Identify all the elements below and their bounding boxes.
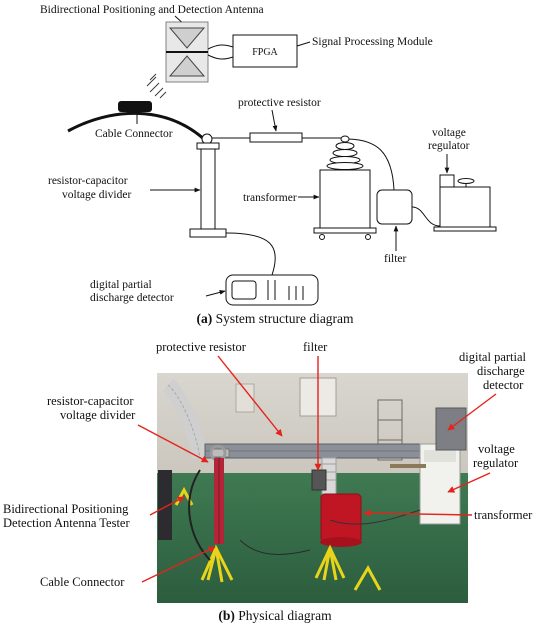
photo-regulator-arrow — [447, 472, 491, 493]
detector-device-shape — [225, 274, 319, 306]
photo-protective-resistor-label: protective resistor — [156, 340, 247, 354]
photo-detector-label-line1: digital partial — [459, 350, 527, 364]
photo-antenna-arrow — [149, 496, 185, 516]
transformer-shape — [313, 135, 377, 240]
fpga-label: FPGA — [252, 47, 278, 58]
voltage-regulator-shape — [433, 174, 497, 232]
protective-resistor-arrow — [271, 109, 278, 132]
antenna-icon — [165, 21, 209, 83]
fpga-box — [232, 34, 298, 68]
physical-diagram: protective resistor filter digital parti… — [3, 340, 533, 623]
caption-a-text: System structure diagram — [212, 311, 354, 326]
cable-connector-shape — [118, 101, 152, 112]
photo-antenna-label-line2: Detection Antenna Tester — [3, 516, 130, 530]
caption-b: (b) Physical diagram — [218, 608, 332, 623]
transformer-filter-wire — [348, 138, 395, 191]
photo-filter-label: filter — [303, 340, 328, 354]
divider-label-line2: voltage divider — [62, 189, 131, 201]
divider-base — [189, 228, 227, 238]
caption-b-text: Physical diagram — [235, 608, 332, 623]
photo-divider-label-line1: resistor-capacitor — [47, 394, 134, 408]
photo-divider-label-line2: voltage divider — [60, 408, 136, 422]
signal-module-leader — [296, 41, 311, 47]
photo-regulator-label-line1: voltage — [478, 442, 515, 456]
caption-a-letter: (a) — [196, 311, 212, 326]
caption-b-letter: (b) — [218, 608, 235, 623]
photo-transformer-arrow — [363, 509, 473, 517]
filter-shape — [376, 189, 413, 225]
transformer-label: transformer — [243, 192, 297, 204]
detector-wire — [225, 232, 276, 276]
antenna-cable-upper — [207, 44, 234, 50]
caption-a: (a) System structure diagram — [196, 311, 354, 326]
photo-cable-connector-label: Cable Connector — [40, 575, 125, 589]
detector-arrow — [205, 290, 226, 297]
protective-resistor-shape — [249, 132, 303, 143]
divider-column — [200, 148, 216, 230]
cable-connector-label: Cable Connector — [95, 128, 173, 140]
photo-detector-label-line2: discharge — [477, 364, 525, 378]
signal-module-label: Signal Processing Module — [312, 36, 433, 48]
photo-detector-label-line3: detector — [483, 378, 524, 392]
detector-label-line2: discharge detector — [90, 292, 174, 304]
voltage-regulator-label-line1: voltage — [432, 127, 466, 139]
filter-regulator-wire — [411, 206, 441, 227]
protective-resistor-label: protective resistor — [238, 97, 321, 109]
antenna-label: Bidirectional Positioning and Detection … — [40, 4, 264, 16]
divider-top-cap — [196, 142, 220, 150]
photo-detector-arrow — [447, 393, 497, 431]
lab-photo — [157, 373, 468, 603]
system-structure-diagram: Bidirectional Positioning and Detection … — [40, 4, 497, 326]
divider-label-line1: resistor-capacitor — [48, 175, 128, 187]
filter-label: filter — [384, 253, 407, 265]
photo-regulator-label-line2: regulator — [473, 456, 519, 470]
photo-protective-resistor-arrow — [217, 355, 283, 437]
antenna-cable-lower — [207, 54, 234, 60]
radiation-waves-icon — [146, 73, 167, 99]
photo-divider-arrow — [137, 424, 209, 463]
photo-cable-connector-arrow — [141, 546, 216, 583]
photo-antenna-label-line1: Bidirectional Positioning — [3, 502, 129, 516]
voltage-regulator-label-line2: regulator — [428, 140, 470, 152]
detector-label-line1: digital partial — [90, 279, 152, 291]
photo-transformer-label: transformer — [474, 508, 533, 522]
